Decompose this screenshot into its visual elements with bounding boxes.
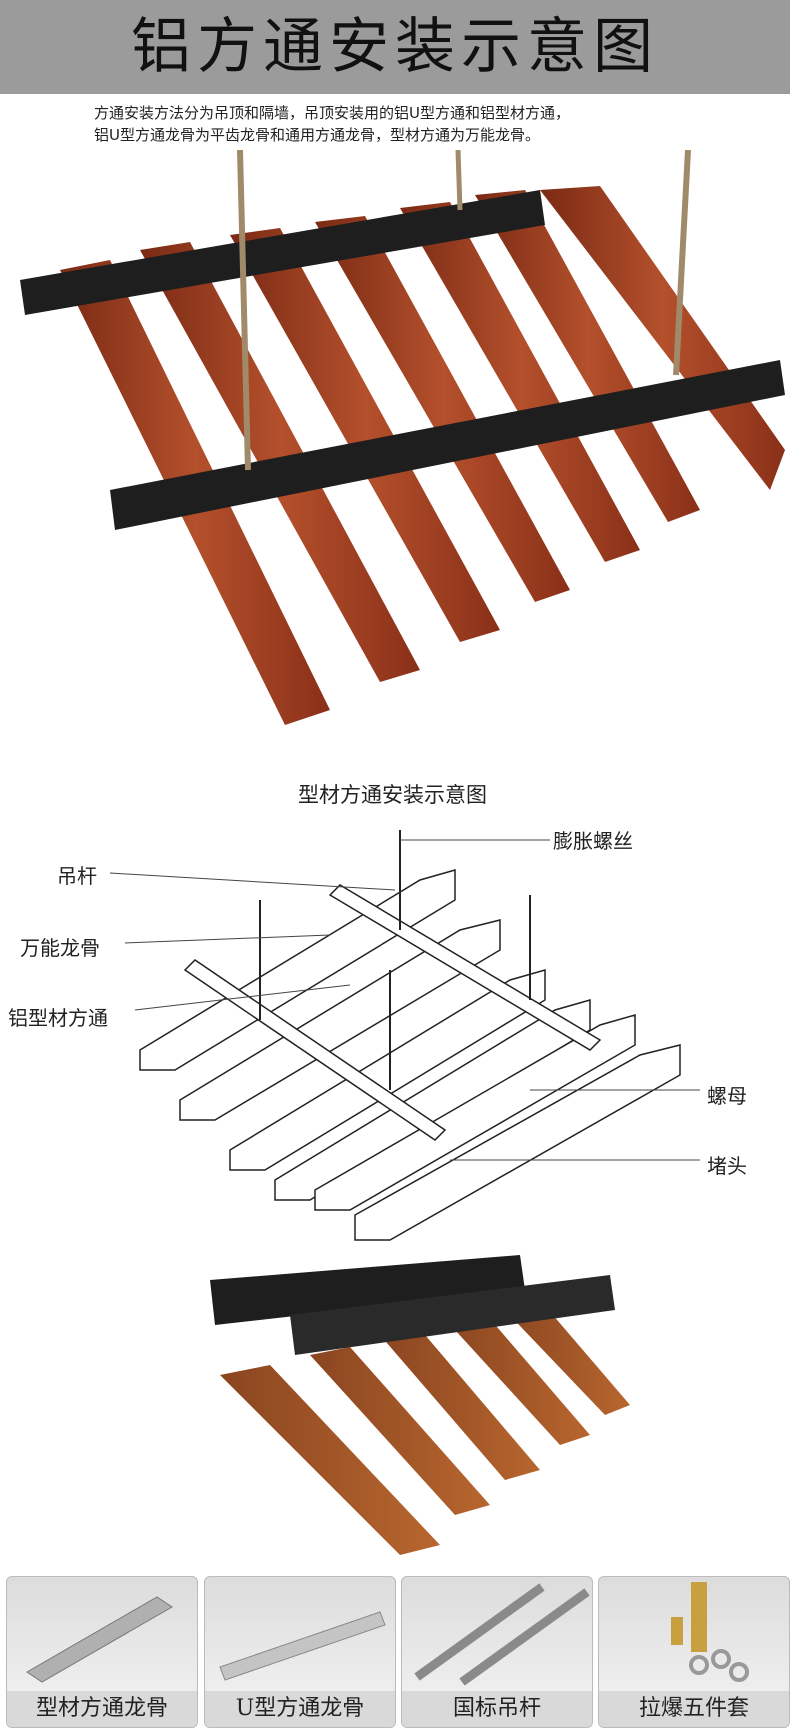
intro-line-1: 方通安装方法分为吊顶和隔墙，吊顶安装用的铝U型方通和铝型材方通，: [94, 104, 570, 122]
diagram-keels: [183, 884, 602, 1141]
intro-text: 方通安装方法分为吊顶和隔墙，吊顶安装用的铝U型方通和铝型材方通， 铝U型方通龙骨…: [94, 102, 734, 146]
label-expansion-screw: 膨胀螺丝: [553, 829, 633, 853]
accessory-rod: 国标吊杆: [401, 1576, 593, 1728]
page-title: 铝方通安装示意图: [131, 12, 659, 82]
accessory-label: 拉爆五件套: [599, 1691, 789, 1727]
label-profile: 铝型材方通: [8, 1006, 108, 1030]
anchor-kit-image: [671, 1582, 749, 1682]
u-keel-image: [219, 1611, 386, 1681]
u-keel-lower: [290, 1275, 615, 1355]
label-nut: 螺母: [707, 1084, 747, 1108]
rod-2: [455, 150, 463, 211]
keel-lower: [110, 360, 785, 530]
accessory-u-keel: U型方通龙骨: [204, 1576, 396, 1728]
accessory-label: 型材方通龙骨: [7, 1691, 197, 1727]
header-bar: [0, 0, 790, 94]
threaded-rod-image: [414, 1583, 590, 1686]
accessory-label: 国标吊杆: [402, 1691, 592, 1727]
label-rod: 吊杆: [57, 864, 97, 888]
ceiling-install-photo: [20, 150, 785, 725]
diagram-rods: [259, 830, 531, 1090]
u-keel-upper: [210, 1255, 525, 1325]
label-keel: 万能龙骨: [20, 936, 100, 960]
install-diagram: [109, 830, 700, 1241]
label-cap: 堵头: [707, 1154, 747, 1178]
diagram-baffles: [139, 869, 681, 1241]
rod-1: [237, 150, 251, 471]
accessory-anchor-kit: 拉爆五件套: [598, 1576, 790, 1728]
accessory-profile-keel: 型材方通龙骨: [6, 1576, 198, 1728]
u-channel-photo: [210, 1255, 630, 1555]
profile-keel-image: [26, 1596, 173, 1683]
keel-upper: [20, 190, 545, 315]
diagram-title: 型材方通安装示意图: [298, 783, 487, 807]
rod-3: [673, 150, 691, 376]
u-channel-baffles: [220, 1300, 630, 1555]
intro-line-2: 铝U型方通龙骨为平齿龙骨和通用方通龙骨，型材方通为万能龙骨。: [94, 126, 540, 144]
accessory-label: U型方通龙骨: [205, 1691, 395, 1727]
diagram-leaders: [109, 839, 700, 1161]
